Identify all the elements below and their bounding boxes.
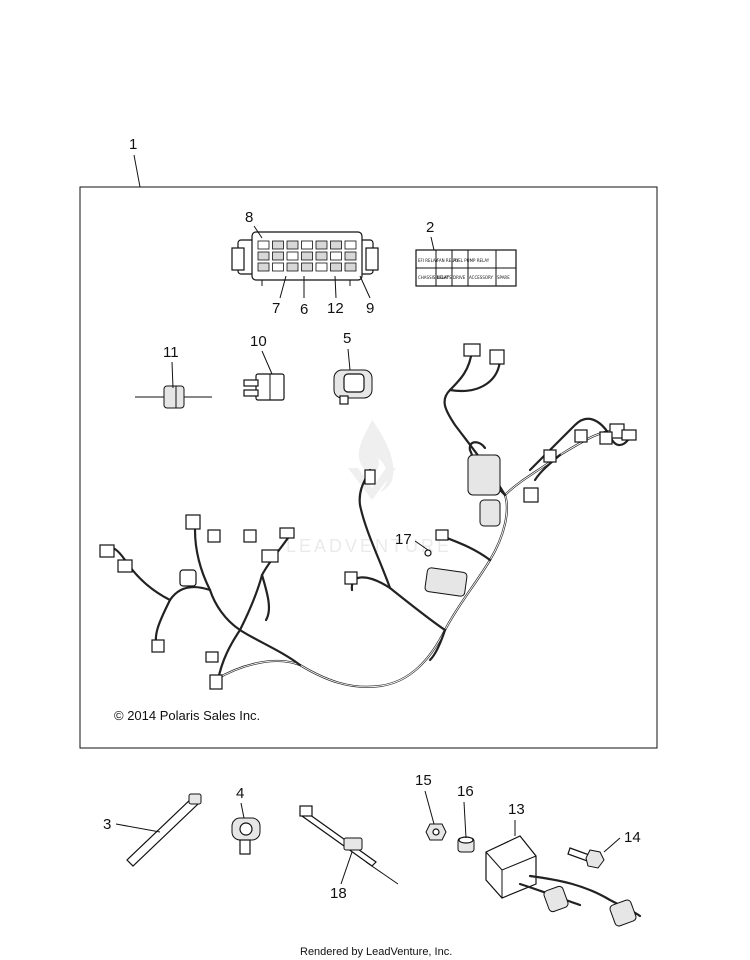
relay-label-fan: FAN RELAY (437, 258, 459, 263)
watermark-logo: LEADVENTURE (286, 420, 452, 556)
callout-4[interactable]: 4 (236, 785, 244, 802)
fuse-slot (330, 262, 342, 272)
fuse-slot (330, 240, 342, 250)
fuse-slot (286, 240, 299, 250)
fuse-slot (301, 262, 313, 272)
callout-18[interactable]: 18 (330, 885, 347, 902)
leader-17 (414, 540, 429, 551)
callout-14[interactable]: 14 (624, 829, 641, 846)
rendered-by-text: Rendered by LeadVenture, Inc. (300, 946, 452, 958)
relay-label-efi: EFI RELAY (418, 258, 438, 263)
fuse-slot (301, 251, 313, 261)
grommet[interactable] (457, 836, 475, 853)
leader-16 (463, 801, 467, 839)
fuse-box[interactable] (231, 231, 379, 286)
fuse-slot (301, 240, 313, 250)
nut[interactable] (425, 823, 447, 841)
callout-10[interactable]: 10 (250, 333, 267, 350)
leader-10 (261, 350, 273, 375)
leader-14 (603, 837, 621, 853)
callout-11[interactable]: 11 (163, 344, 179, 361)
fuse-slot (315, 262, 328, 272)
small-fastener[interactable] (424, 549, 432, 557)
leader-11 (171, 361, 174, 389)
callout-15[interactable]: 15 (415, 772, 432, 789)
main-wiring-harness[interactable] (99, 343, 637, 690)
fuse-slot (257, 251, 270, 261)
leader-8 (253, 225, 263, 239)
copyright-text: © 2014 Polaris Sales Inc. (114, 708, 260, 723)
relay-label-drive: DRIVE (453, 275, 466, 280)
fuse-slot (257, 240, 270, 250)
fuse-slot (272, 240, 284, 250)
callout-16[interactable]: 16 (457, 783, 474, 800)
fuse-slot (286, 251, 299, 261)
harness-assembly-box (79, 186, 658, 749)
module-subharness[interactable] (485, 835, 642, 927)
harness-clip[interactable] (231, 817, 261, 855)
connector[interactable] (333, 369, 373, 405)
callout-7[interactable]: 7 (272, 300, 280, 317)
relay-label-spare: SPARE (497, 275, 510, 280)
callout-8[interactable]: 8 (245, 209, 253, 226)
diode[interactable] (135, 385, 212, 409)
fuse[interactable] (243, 373, 285, 401)
fuse-slot (315, 251, 328, 261)
cable-tie-mount[interactable] (299, 805, 399, 885)
bolt[interactable] (567, 847, 605, 869)
callout-9[interactable]: 9 (366, 300, 374, 317)
callout-13[interactable]: 13 (508, 801, 525, 818)
leader-3 (115, 823, 161, 833)
relay-label-accessory: ACCESSORY (469, 275, 494, 280)
fuse-slot (272, 262, 284, 272)
fuse-slot (344, 251, 357, 261)
relay-label-lights: LIGHTS (437, 275, 452, 280)
leader-2 (430, 236, 435, 251)
fuse-slot (286, 262, 299, 272)
watermark-text: LEADVENTURE (286, 536, 452, 556)
leader-15 (424, 790, 435, 825)
leader-18 (340, 851, 353, 885)
leader-1 (133, 154, 141, 188)
callout-3[interactable]: 3 (103, 816, 111, 833)
fuse-slot (272, 251, 284, 261)
fuse-slot (330, 251, 342, 261)
relay-label-chassis: CHASSIS RELAY (418, 275, 450, 280)
callout-6[interactable]: 6 (300, 301, 308, 318)
relay-label-decal[interactable]: EFI RELAY FAN RELAY FUEL PUMP RELAY CHAS… (415, 249, 517, 287)
callout-2[interactable]: 2 (426, 219, 434, 236)
callout-12[interactable]: 12 (327, 300, 344, 317)
relay-label-fuelpump: FUEL PUMP RELAY (453, 258, 490, 263)
callout-1[interactable]: 1 (129, 136, 137, 153)
leader-9 (359, 275, 371, 299)
leader-12 (334, 275, 337, 299)
fuse-slot (315, 240, 328, 250)
leader-4 (240, 802, 245, 819)
leader-7 (279, 275, 287, 299)
callout-17[interactable]: 17 (395, 531, 412, 548)
cable-tie[interactable] (126, 793, 202, 867)
fuse-slot (257, 262, 270, 272)
callout-5[interactable]: 5 (343, 330, 351, 347)
fuse-slot (344, 262, 357, 272)
leader-5 (347, 348, 351, 371)
fuse-slot (344, 240, 357, 250)
